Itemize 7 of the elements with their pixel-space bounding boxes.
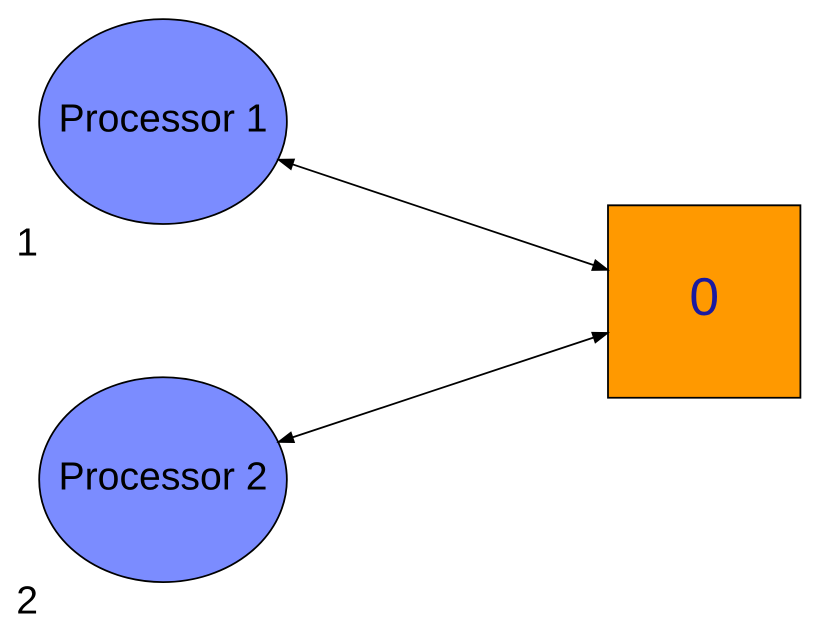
node-label: 2 bbox=[16, 578, 38, 622]
node-box: 0 bbox=[607, 204, 802, 398]
node-ellipse: Processor 2 bbox=[38, 376, 288, 582]
node-ellipse: Processor 1 bbox=[38, 18, 288, 224]
arrow bbox=[276, 331, 610, 443]
arrow bbox=[276, 158, 610, 270]
node-label: 1 bbox=[16, 220, 38, 264]
